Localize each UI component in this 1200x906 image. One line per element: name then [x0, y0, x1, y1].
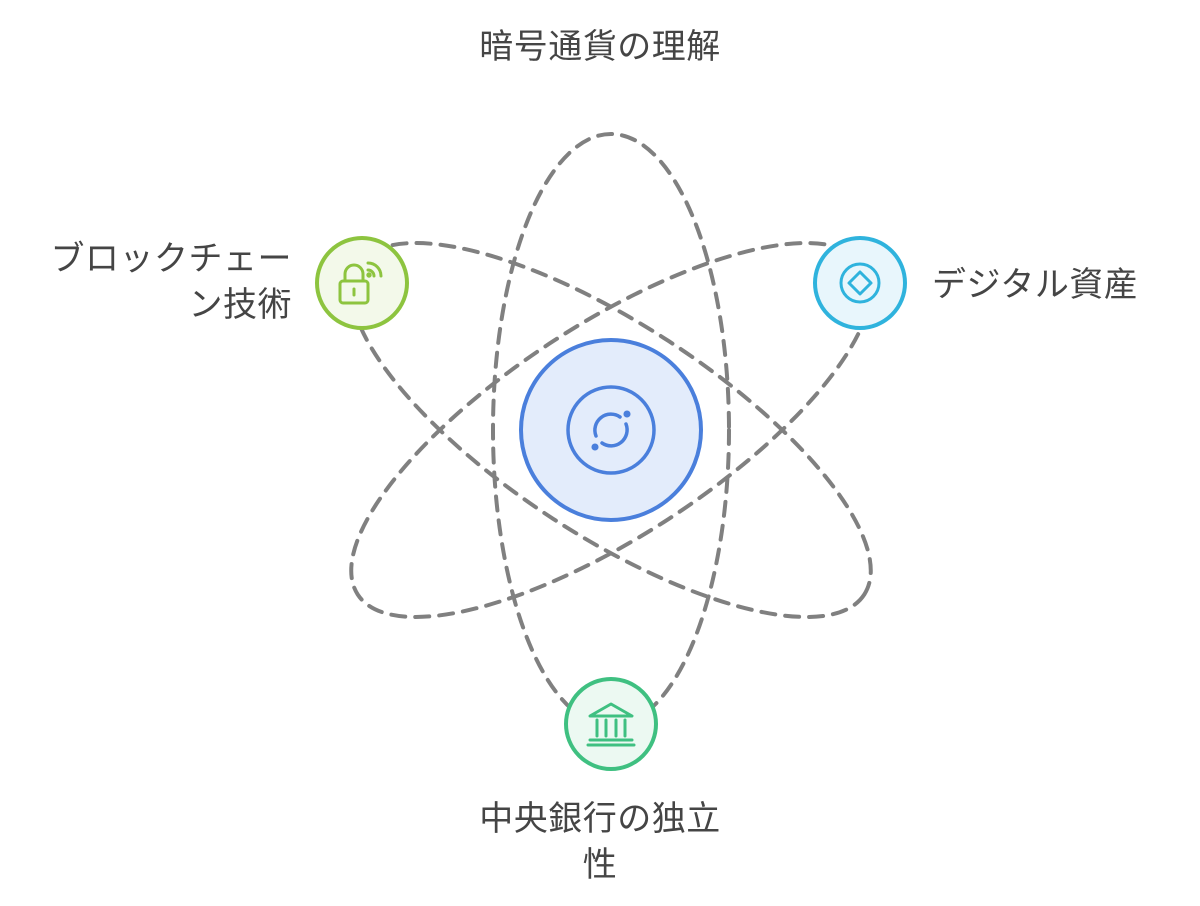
- diagram-title: 暗号通貨の理解: [479, 27, 721, 67]
- blockchain-label-line-1: ブロックチェー: [50, 239, 292, 279]
- diamond-coin-icon: [839, 262, 881, 304]
- center-node: [519, 338, 703, 522]
- central-bank-label: 中央銀行の独立 性: [430, 796, 770, 888]
- blockchain-label-line-2: ン技術: [188, 285, 292, 325]
- digital-assets-label-line-1: デジタル資産: [932, 265, 1139, 305]
- blockchain-label: ブロックチェー ン技術: [20, 236, 292, 328]
- bank-building-icon: [586, 702, 636, 747]
- padlock-wireless-icon: [338, 261, 383, 305]
- digital-assets-node: [813, 236, 907, 330]
- central-bank-node: [564, 677, 658, 771]
- digital-assets-label: デジタル資産: [932, 262, 1172, 308]
- blockchain-node: [315, 236, 409, 330]
- refresh-cycle-icon: [591, 410, 631, 451]
- central-bank-label-line-1: 中央銀行の独立: [479, 799, 721, 839]
- central-bank-label-line-2: 性: [582, 845, 618, 885]
